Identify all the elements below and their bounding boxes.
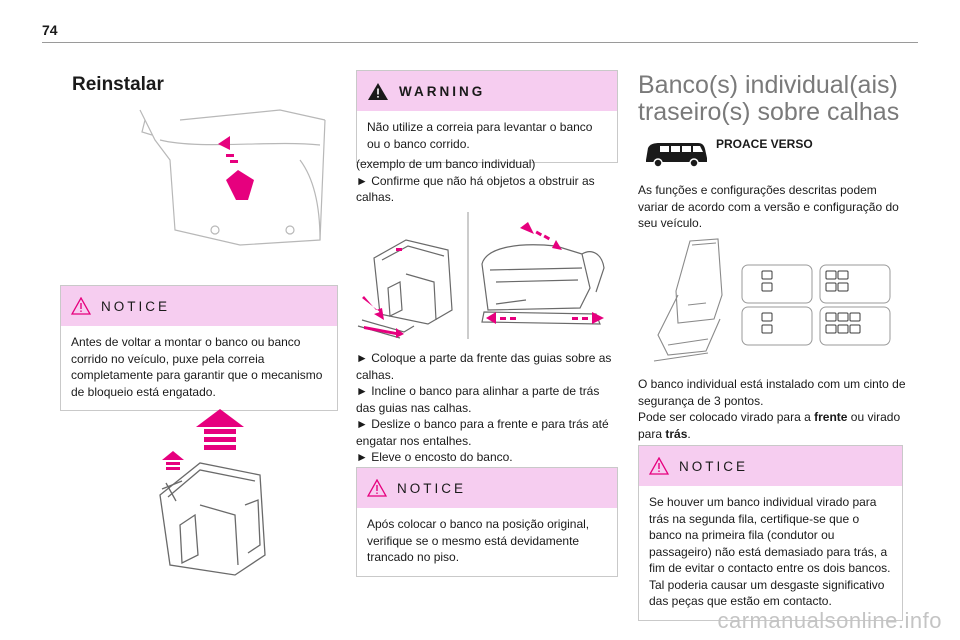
section-title-line-2: traseiro(s) sobre calhas	[638, 98, 900, 126]
notice-text-1: Se houver um banco individual virado par…	[649, 495, 891, 575]
notice-header: NOTICE	[357, 468, 617, 508]
reinstall-heading: Reinstalar	[72, 74, 164, 95]
page-number: 74	[42, 22, 58, 38]
variation-text: As funções e configurações descritas pod…	[638, 183, 899, 230]
warning-label: WARNING	[399, 83, 486, 99]
notice-text: Após colocar o banco na posição original…	[367, 517, 590, 564]
notice-text: Se houver um banco individual virado par…	[639, 486, 902, 620]
notice-header: NOTICE	[61, 286, 337, 326]
column-1: Reinstalar	[60, 60, 338, 96]
orientation-front: frente	[814, 410, 848, 424]
model-label: PROACE VERSO	[716, 137, 813, 151]
illus-strap-pull	[139, 109, 326, 246]
intro-text: (exemplo de um banco individual) ► Confi…	[356, 156, 618, 206]
notice-box-3: NOTICE Se houver um banco individual vir…	[638, 445, 903, 621]
seatbelt-text: O banco individual está instalado com um…	[638, 376, 906, 442]
orientation-line: Pode ser colocado virado para a frente o…	[638, 409, 906, 442]
notice-box-2: NOTICE Após colocar o banco na posição o…	[356, 467, 618, 577]
step-1: ► Coloque a parte da frente das guias so…	[356, 351, 612, 382]
van-icon	[646, 143, 707, 168]
step-4: ► Eleve o encosto do banco.	[356, 450, 513, 464]
warning-triangle-icon	[649, 457, 669, 475]
step-3: ► Deslize o banco para a frente e para t…	[356, 417, 609, 448]
warning-box: WARNING Não utilize a correia para levan…	[356, 70, 618, 163]
illus-rail-install	[357, 212, 605, 339]
notice-label: NOTICE	[101, 298, 171, 314]
column-3: Banco(s) individual(ais) traseiro(s) sob…	[638, 60, 906, 126]
warning-triangle-icon	[367, 479, 387, 497]
orientation-part-a: Pode ser colocado virado para a	[638, 410, 815, 424]
warning-triangle-icon	[71, 297, 91, 315]
steps-list: ► Coloque a parte da frente das guias so…	[356, 350, 618, 466]
section-title: Banco(s) individual(ais) traseiro(s) sob…	[638, 72, 906, 126]
top-rule	[42, 42, 918, 43]
watermark: carmanualsonline.info	[717, 608, 942, 633]
seatbelt-line: O banco individual está instalado com um…	[638, 377, 906, 408]
warning-solid-icon	[368, 82, 388, 100]
notice-box-1: NOTICE Antes de voltar a montar o banco …	[60, 285, 338, 411]
section-title-line-1: Banco(s) individual(ais)	[638, 71, 898, 99]
warning-text: Não utilize a correia para levantar o ba…	[367, 120, 593, 151]
notice-text: Antes de voltar a montar o banco ou banc…	[71, 335, 323, 399]
notice-text-2: Tal poderia causar um desgaste significa…	[649, 577, 885, 609]
intro-line-2: ► Confirme que não há objetos a obstruir…	[356, 173, 595, 205]
notice-label: NOTICE	[397, 480, 467, 496]
notice-header: NOTICE	[639, 446, 902, 486]
orientation-part-e: .	[687, 426, 691, 441]
step-2: ► Incline o banco para alinhar a parte d…	[356, 384, 600, 415]
orientation-part-c: ou virado para	[638, 410, 901, 441]
illus-seat-layouts	[653, 238, 891, 362]
intro-line-1: (exemplo de um banco individual)	[356, 157, 536, 171]
illus-seat-lift	[159, 409, 266, 576]
orientation-back: trás	[665, 426, 688, 441]
warning-header: WARNING	[357, 71, 617, 111]
notice-label: NOTICE	[679, 458, 749, 474]
